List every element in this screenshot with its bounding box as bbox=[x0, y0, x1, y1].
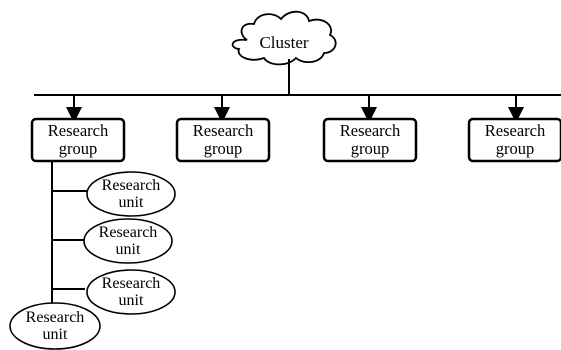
group-1-box bbox=[30, 117, 126, 163]
group-2-label: Research group bbox=[192, 121, 254, 158]
unit-4-ellipse bbox=[9, 302, 101, 350]
unit-2-label: Research unit bbox=[98, 223, 158, 258]
group-3-box bbox=[322, 117, 418, 163]
unit-3-ellipse bbox=[86, 269, 176, 315]
cluster-cloud-shape bbox=[231, 10, 337, 66]
group-4-label: Research group bbox=[484, 121, 546, 158]
unit-2-ellipse bbox=[83, 218, 173, 264]
unit-1-ellipse bbox=[86, 171, 176, 217]
group-2-box bbox=[175, 117, 271, 163]
unit-3-label: Research unit bbox=[101, 274, 161, 309]
group-4-box bbox=[467, 117, 561, 163]
unit-4-label: Research unit bbox=[25, 308, 85, 343]
cluster-label: Cluster bbox=[259, 32, 309, 52]
group-1-label: Research group bbox=[47, 121, 109, 158]
unit-1-label: Research unit bbox=[101, 176, 161, 211]
group-3-label: Research group bbox=[339, 121, 401, 158]
